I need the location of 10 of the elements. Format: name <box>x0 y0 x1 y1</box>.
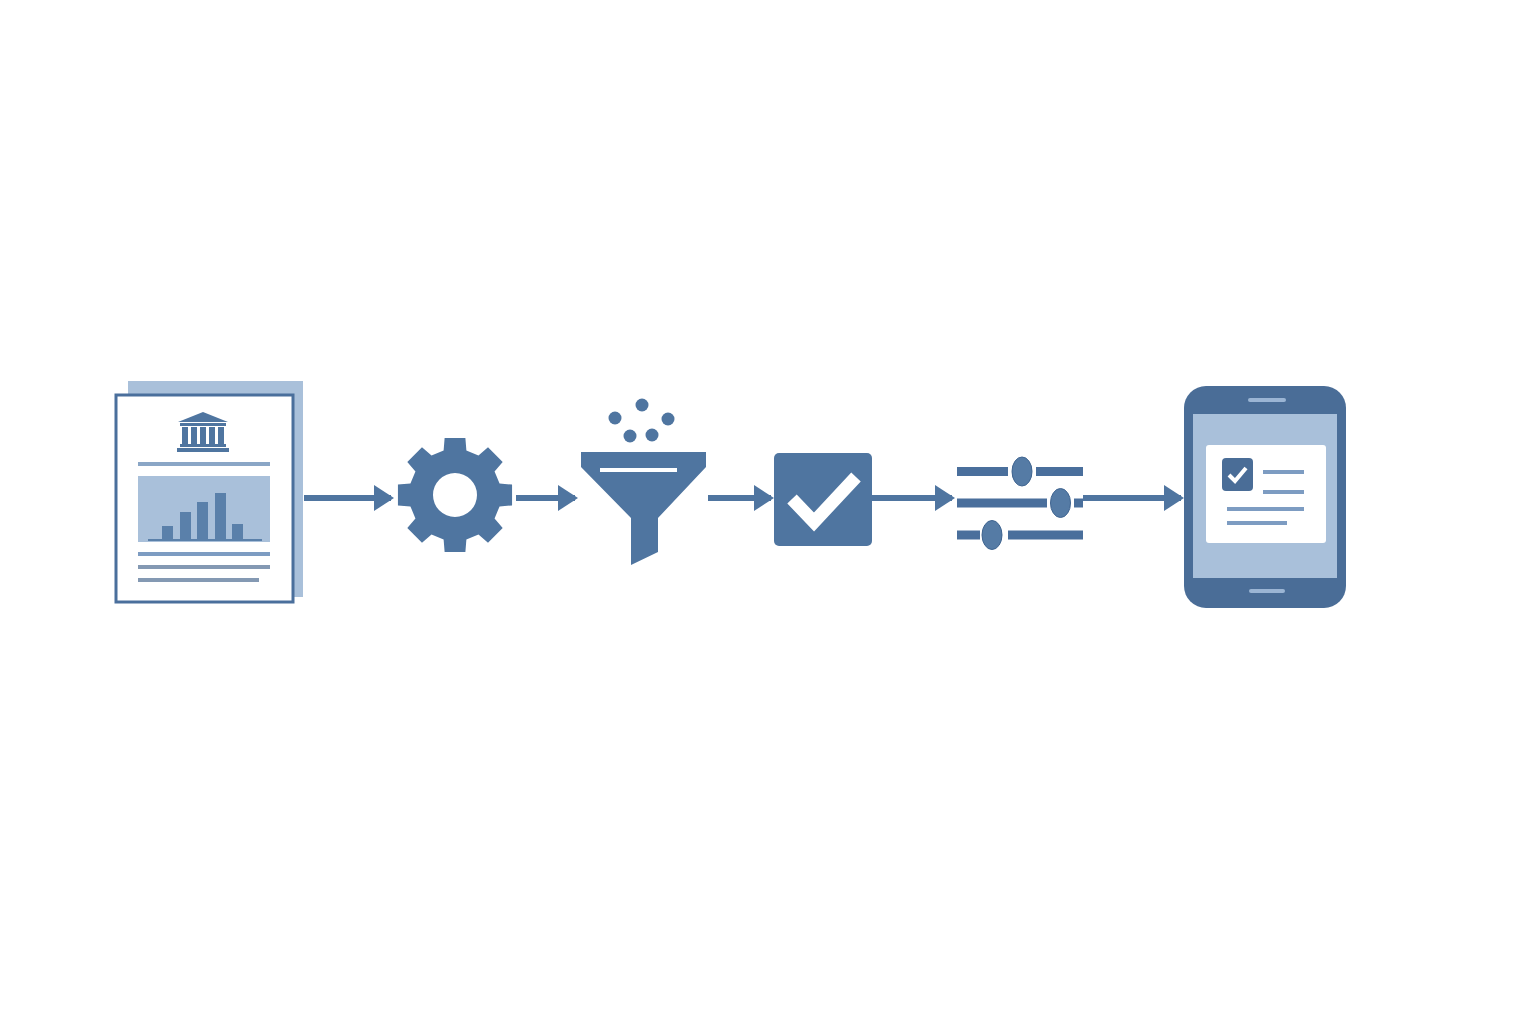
arrow <box>872 485 955 511</box>
tablet-icon <box>1184 386 1346 608</box>
report-document-icon <box>114 380 304 604</box>
sliders-icon <box>955 455 1083 550</box>
arrow <box>304 485 394 511</box>
funnel-icon <box>578 396 708 566</box>
arrow <box>1083 485 1184 511</box>
checkbox-icon <box>774 453 872 546</box>
arrow <box>516 485 578 511</box>
arrow <box>708 485 774 511</box>
